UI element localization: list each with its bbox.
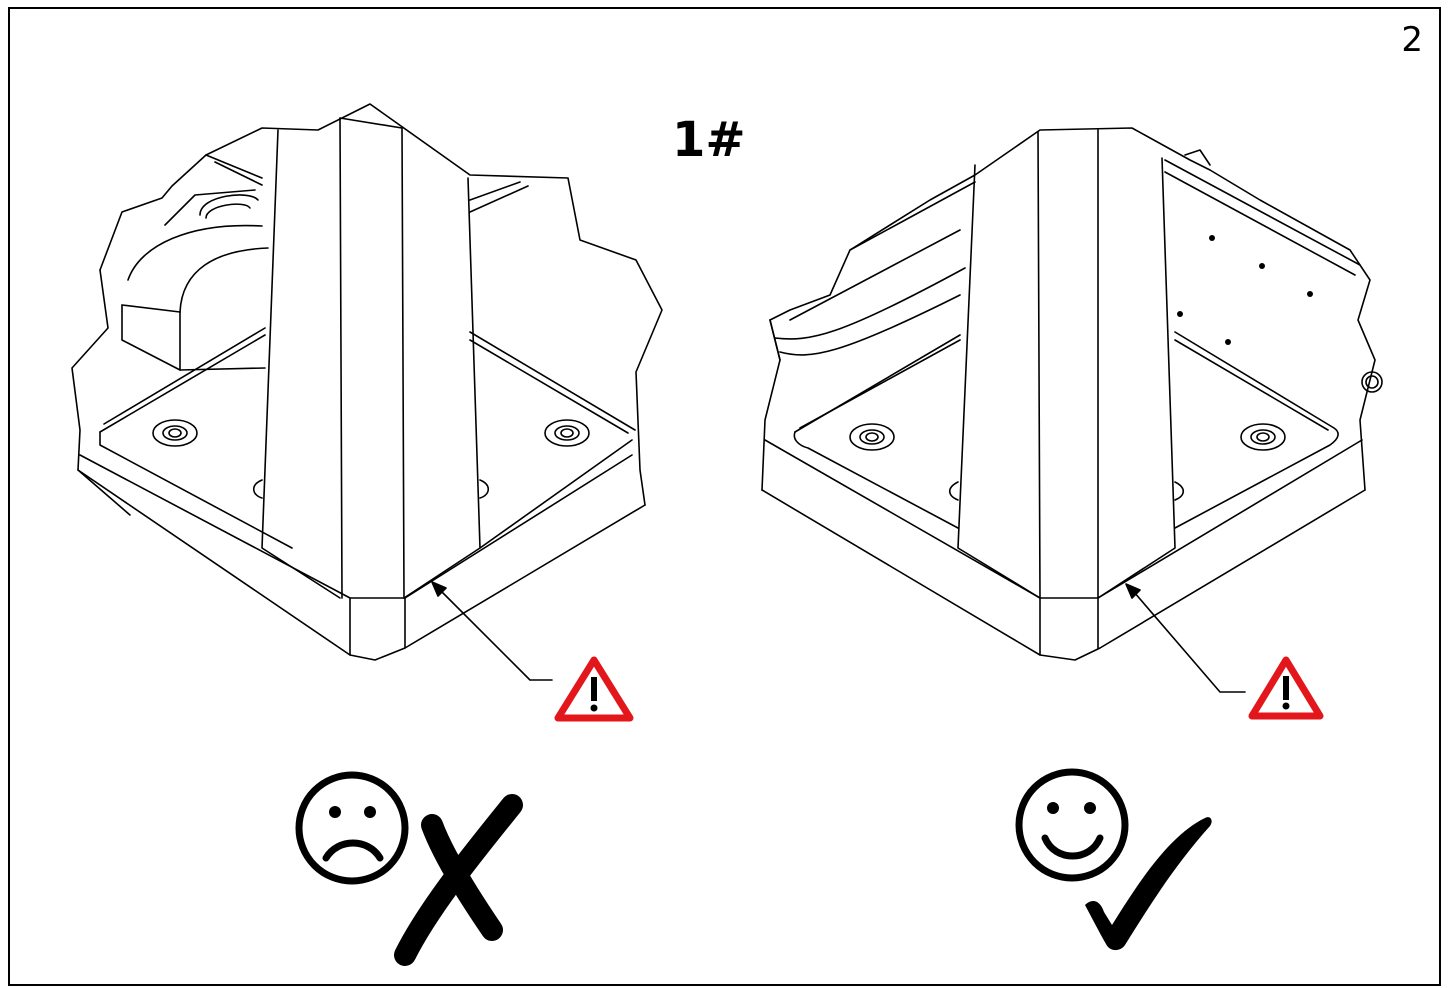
smiley-face-icon <box>1015 768 1129 882</box>
warning-triangle-icon <box>554 656 634 722</box>
screw-hole <box>152 419 198 447</box>
check-mark-icon <box>1085 817 1212 951</box>
screw-hole <box>849 423 895 451</box>
cross-mark-icon <box>394 794 523 966</box>
right-assembly-drawing <box>761 127 1383 693</box>
sad-face-icon <box>295 771 409 885</box>
page-frame <box>8 7 1441 986</box>
warning-triangle-icon <box>1248 656 1324 720</box>
page-number: 2 <box>1401 20 1423 60</box>
screw-hole <box>1240 423 1286 451</box>
step-label: 1# <box>672 112 746 168</box>
screw-hole <box>544 419 590 447</box>
left-assembly-drawing <box>71 103 663 681</box>
